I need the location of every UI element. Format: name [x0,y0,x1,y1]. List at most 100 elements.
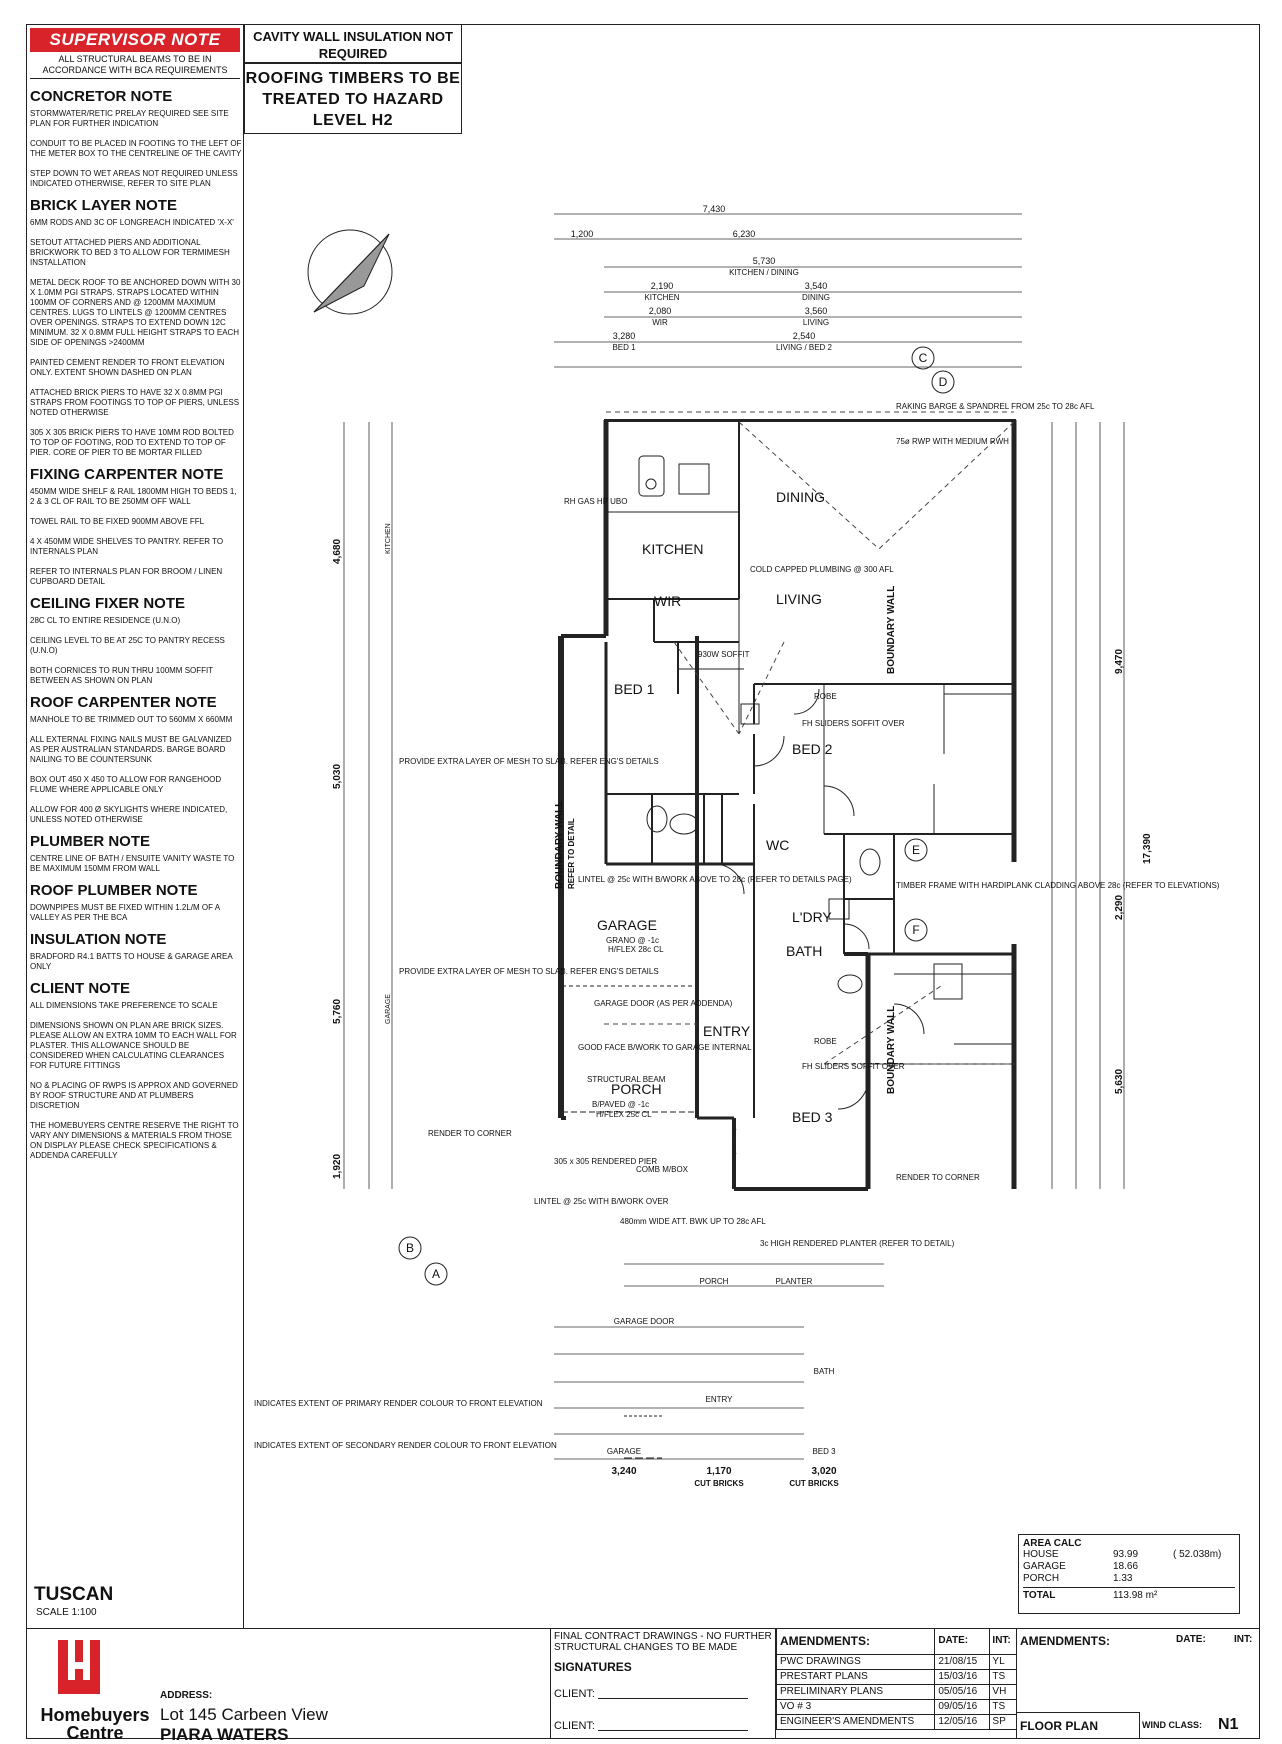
dim-bottom-garage: GARAGE [607,1447,641,1456]
amend-header-label: AMENDMENTS: [777,1628,936,1654]
amendment-date: 12/05/16 [935,1715,991,1729]
dim-bottom-garage-door: GARAGE DOOR [614,1317,675,1326]
robe-label-2: ROBE [814,1037,837,1046]
dim-bottom-entry: ENTRY [706,1395,734,1404]
amendment-desc: ENGINEER'S AMENDMENTS [777,1715,936,1729]
section-marker-e [904,838,928,862]
room-ldry: L'DRY [792,909,832,925]
dim-top-b: 6,230 [733,229,756,239]
dim-right-b: 5,630 [1114,1069,1125,1094]
note-text: CENTRE LINE OF BATH / ENSUITE VANITY WAS… [30,854,235,873]
room-wir: WIR [654,593,681,609]
structural-beam-label: STRUCTURAL BEAM [587,1075,666,1084]
dim-bottom-b: 1,170 [706,1466,731,1477]
dim-wir: 2,080 [649,306,672,316]
room-bed3: BED 3 [792,1109,833,1125]
date-header-label: DATE: [935,1628,991,1654]
area-label: PORCH [1023,1573,1060,1584]
dim-right-a: 9,470 [1114,649,1125,674]
room-bed2: BED 2 [792,741,833,757]
section-marker-d [931,370,955,394]
brand-name: Homebuyers Centre [40,1705,150,1743]
rwp-label: 75ø RWP WITH MEDIUM RWH [896,437,1009,446]
note-text: ALL DIMENSIONS TAKE PREFERENCE TO SCALE … [30,1001,239,1160]
secondary-render-label: INDICATES EXTENT OF SECONDARY RENDER COL… [254,1441,557,1450]
note-brick-layer: BRICK LAYER NOTE6mm RODS AND 3c OF LONGR… [30,197,242,458]
dim-living: 3,560 [805,306,828,316]
room-entry: ENTRY [703,1023,751,1039]
manhole-icon [740,703,760,725]
wind-class-label: WIND CLASS: [1142,1720,1202,1730]
area-row-garage: GARAGE 18.66 [1023,1561,1235,1573]
boundary-wall-left: BOUNDARY WALL [554,801,565,889]
section-letter-a: A [432,1267,440,1281]
note-fixing-carpenter: FIXING CARPENTER NOTE450mm WIDE SHELF & … [30,466,242,587]
note-text: STORMWATER/RETIC PRELAY REQUIRED SEE SIT… [30,109,242,188]
dim-left-a: 4,680 [332,539,343,564]
room-wc: WC [766,837,789,853]
garage-door-label: GARAGE DOOR (AS PER ADDENDA) [594,999,733,1008]
cavity-wall-note: CAVITY WALL INSULATION NOT REQUIRED [244,24,462,64]
area-label: GARAGE [1023,1561,1066,1572]
client-signature-line-1[interactable] [598,1698,748,1699]
dim-left-d: 1,920 [332,1154,343,1179]
dim-living-bed2-label: LIVING / BED 2 [776,343,833,352]
toilet-icon [646,805,668,833]
amendment-desc: PWC DRAWINGS [777,1655,936,1669]
garage-ceiling-label: H/FLEX 28c CL [608,945,664,954]
section-marker-f [904,918,928,942]
amendments-2-header: AMENDMENTS: [1020,1634,1110,1648]
area-label: HOUSE [1023,1549,1059,1560]
note-text: 28c CL TO ENTIRE RESIDENCE (U.N.O) CEILI… [30,616,225,685]
lintel-bw-label: LINTEL @ 25c WITH B/WORK OVER [534,1197,669,1206]
amendment-int: VH [992,1686,1007,1697]
sheet-name: FLOOR PLAN [1016,1712,1140,1739]
amendment-desc: PRESTART PLANS [777,1670,936,1684]
boundary-wall-right-2: BOUNDARY WALL [886,1006,897,1094]
scale-label: SCALE 1:100 [36,1607,97,1618]
dim-bottom-planter: PLANTER [776,1277,813,1286]
north-arrow-icon [307,229,393,315]
amendment-date: 21/08/15 [935,1655,991,1669]
dim-bottom-bath: BATH [814,1367,835,1376]
dim-dining: 3,540 [805,281,828,291]
client-signature-line-2[interactable] [598,1730,748,1731]
area-value: 18.66 [1113,1561,1139,1572]
note-heading: CONCRETOR NOTE [30,88,173,105]
area-extra: ( 52.038m) [1173,1549,1222,1560]
dim-bed1-label: BED 1 [612,343,636,352]
primary-render-label: INDICATES EXTENT OF PRIMARY RENDER COLOU… [254,1399,543,1408]
room-dining: DINING [776,489,825,505]
area-value: 1.33 [1113,1573,1133,1584]
section-marker-b [398,1236,422,1260]
rh-gas-hp-icon [678,463,710,495]
dim-bed1: 3,280 [613,331,636,341]
dim-kitchen-dining: 5,730 [753,256,776,266]
note-heading: FIXING CARPENTER NOTE [30,466,224,483]
robe-label: ROBE [814,692,837,701]
soffit-label: 930W SOFFIT [698,650,750,659]
floor-plan: DINING KITCHEN LIVING WIR BED 1 BED 2 GA… [254,204,1220,1488]
rendered-pier-label: 305 x 305 RENDERED PIER [554,1157,657,1166]
garage-floor-label: GRANO @ -1c [606,936,659,945]
dim-living-label: LIVING [803,318,829,327]
address-label: ADDRESS: [160,1690,213,1701]
porch-floor-label: B/PAVED @ -1c [592,1100,649,1109]
area-total-label: TOTAL [1023,1590,1056,1601]
mesh-note-1: PROVIDE EXTRA LAYER OF MESH TO SLAB. REF… [399,757,659,766]
note-heading: CEILING FIXER NOTE [30,595,186,612]
section-marker-a [424,1262,448,1286]
amendment-int: SP [992,1716,1006,1727]
note-concretor: CONCRETOR NOTE STORMWATER/RETIC PRELAY RE… [30,88,242,189]
note-heading: PLUMBER NOTE [30,833,150,850]
render-corner-right: RENDER TO CORNER [896,1173,980,1182]
dim-living-bed2: 2,540 [793,331,816,341]
